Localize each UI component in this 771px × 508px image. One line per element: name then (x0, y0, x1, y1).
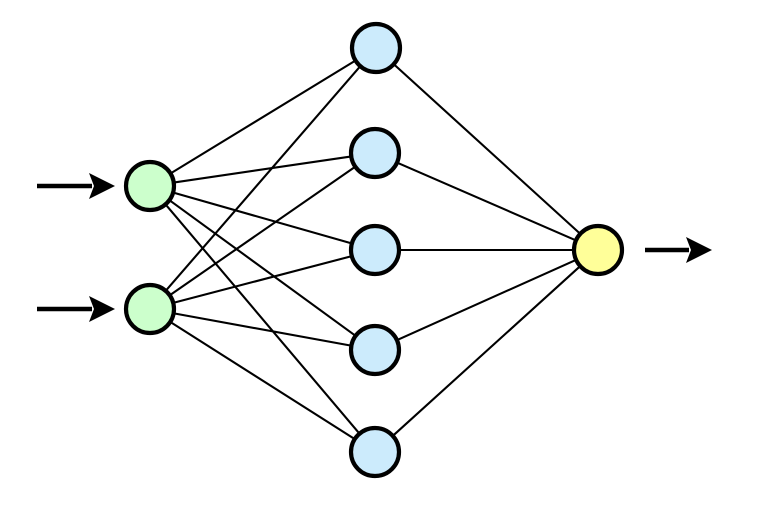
node-i2-input[interactable] (123, 282, 177, 336)
nodes-group (123, 21, 625, 479)
node-h5-hidden[interactable] (348, 425, 402, 479)
edge-i1-h5 (163, 202, 362, 436)
in-arrow-2-head (89, 296, 115, 322)
edge-i2-h3 (171, 254, 354, 305)
edge-i1-h1 (168, 58, 358, 176)
edge-i2-h2 (167, 165, 358, 297)
edge-h2-o1 (395, 161, 578, 242)
edge-i1-h4 (167, 198, 358, 338)
out-arrow-1-head (686, 237, 712, 263)
node-h3-hidden[interactable] (348, 223, 402, 277)
edge-h1-o1 (391, 62, 583, 236)
edge-i2-h1 (164, 64, 362, 293)
edge-h5-o1 (390, 264, 583, 438)
edge-i1-h2 (171, 155, 354, 184)
edges-group (163, 58, 583, 441)
io-arrows-group (37, 173, 712, 322)
edge-h4-o1 (394, 258, 579, 342)
edge-i1-h3 (171, 191, 354, 245)
node-o1-output[interactable] (571, 223, 625, 277)
node-h2-hidden[interactable] (348, 126, 402, 180)
in-arrow-1-head (89, 173, 115, 199)
edge-i2-h5 (168, 320, 357, 441)
edge-i2-h4 (171, 312, 354, 347)
node-h4-hidden[interactable] (348, 323, 402, 377)
node-i1-input[interactable] (123, 159, 177, 213)
node-h1-hidden[interactable] (349, 21, 403, 75)
